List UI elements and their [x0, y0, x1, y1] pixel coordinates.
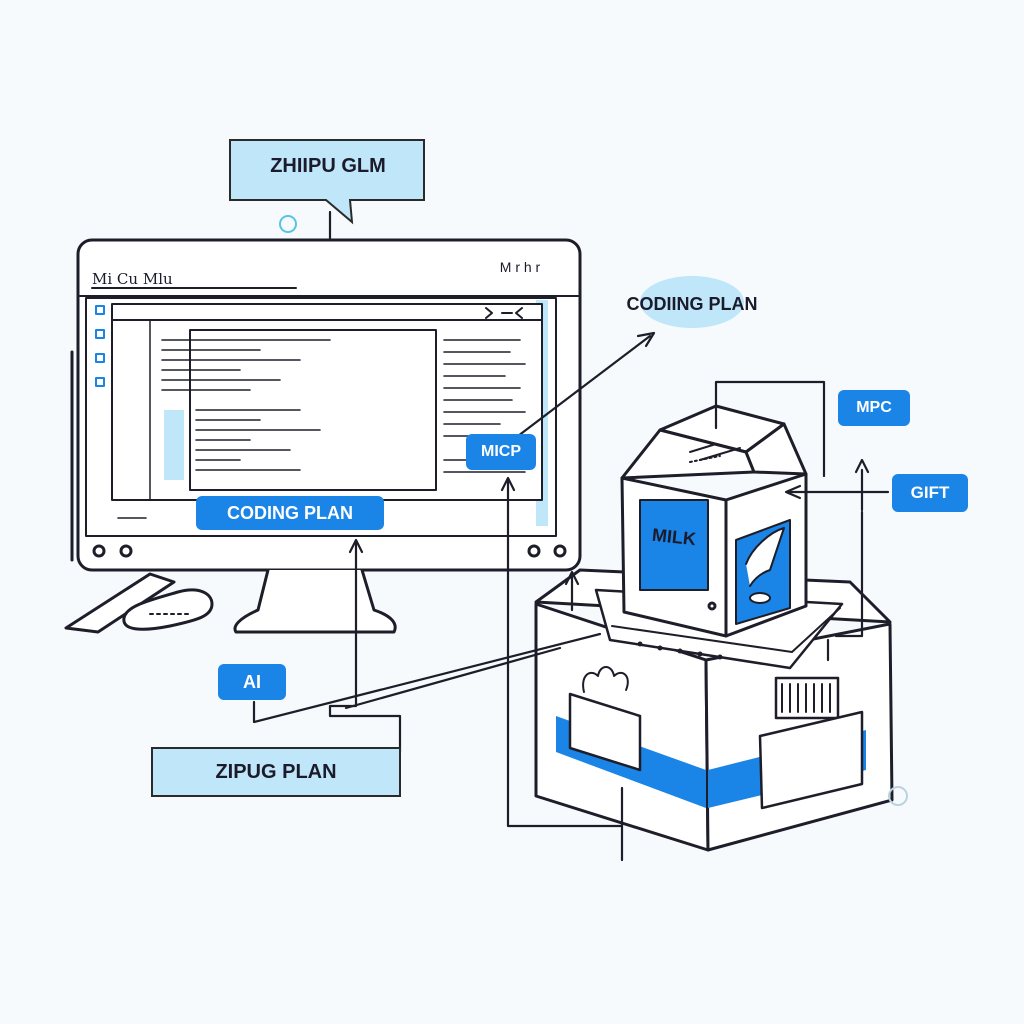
button-right-2 [553, 544, 567, 558]
plant-icon [582, 666, 629, 693]
power-button [92, 544, 106, 558]
coding-plan-screen-label: CODING PLAN [196, 496, 384, 530]
box-panel [568, 692, 642, 772]
micp-label: MICP [466, 434, 536, 470]
mpc-label: MPC [838, 390, 910, 426]
gift-label: GIFT [892, 474, 968, 512]
milk-label-panel [639, 499, 709, 591]
button-right-1 [527, 544, 541, 558]
zipug-plan-banner [151, 747, 401, 797]
keyboard [64, 572, 176, 634]
zhipu-glm-bubble [229, 139, 425, 225]
window-controls [485, 307, 523, 319]
side-plate [758, 710, 864, 810]
ai-label: AI [218, 664, 286, 700]
screen-title: Mi Cu Mlu [92, 270, 173, 288]
accent-dot-bottom [888, 786, 908, 806]
zipug-plan-label: ZIPUG PLAN [215, 760, 337, 783]
mouse [122, 588, 214, 631]
connectors [252, 210, 890, 862]
coding-plan-top-label: CODIING PLAN [626, 293, 758, 314]
zhipu-glm-label: ZHIIPU GLM [270, 154, 386, 177]
screen-badge: M r h r [499, 259, 541, 275]
side-icons [95, 305, 105, 387]
menu-button [119, 544, 133, 558]
coding-plan-top-bubble [640, 276, 744, 328]
milk-carton [620, 404, 808, 638]
monitor-stand [233, 568, 397, 634]
accent-dot-top [279, 215, 297, 233]
